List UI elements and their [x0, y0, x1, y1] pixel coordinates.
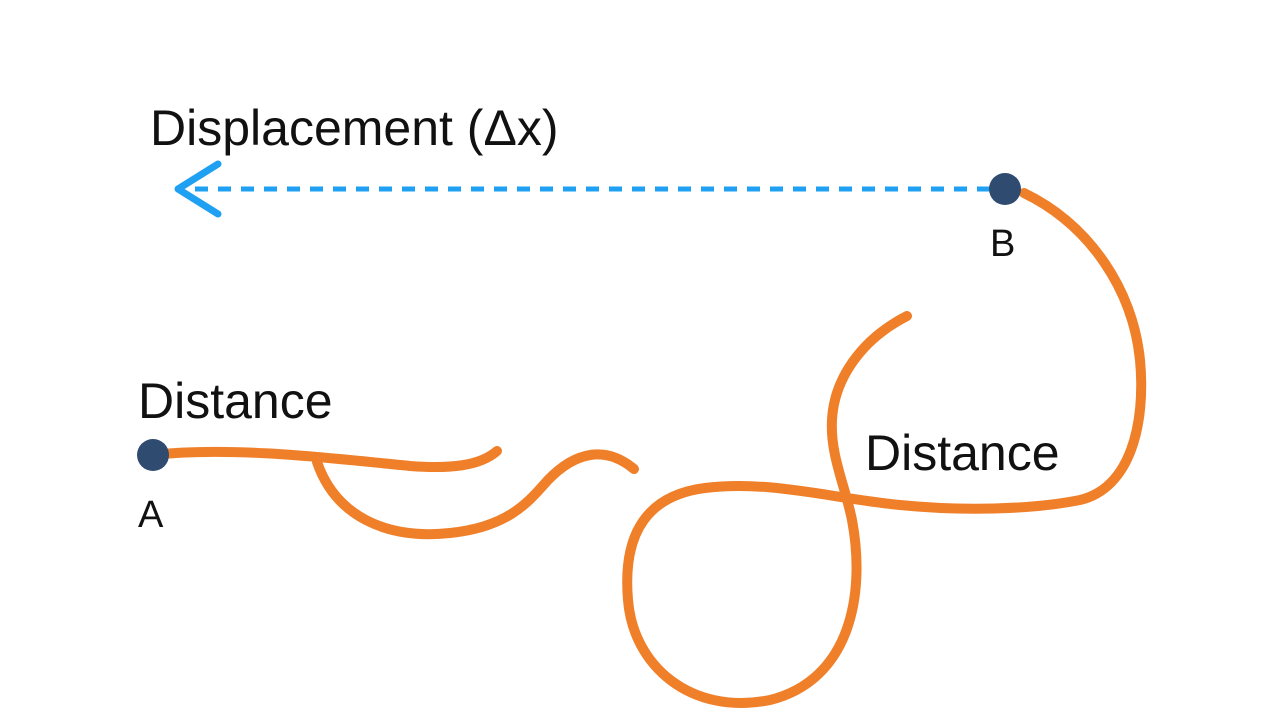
point-b-label: B: [990, 223, 1015, 265]
distance-label-right: Distance: [865, 425, 1060, 481]
displacement-arrowhead: [174, 160, 222, 218]
path-segment-loop: [622, 188, 1147, 708]
distance-label-left: Distance: [138, 373, 333, 429]
point-a-dot: [137, 439, 169, 471]
displacement-label: Displacement (Δx): [150, 100, 559, 156]
point-a-label: A: [138, 494, 164, 536]
path-segment-hook: [312, 449, 639, 540]
path-segment-start: [148, 446, 502, 473]
point-b-dot: [989, 173, 1021, 205]
distance-path: [148, 188, 1147, 708]
